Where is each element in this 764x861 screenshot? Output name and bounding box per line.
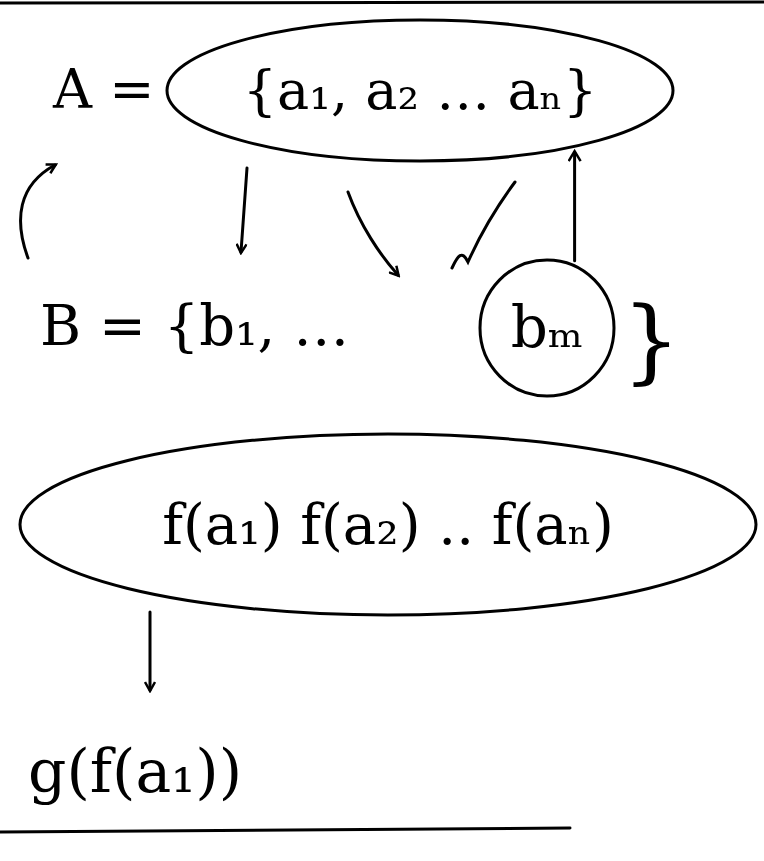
text-holder: {a₁, a₂ … aₙ} <box>165 18 675 163</box>
set-outline: f(a₁) f(a₂) .. f(aₙ) <box>18 432 758 617</box>
set-text: f(a₁) f(a₂) .. f(aₙ) <box>162 494 614 556</box>
set-outline: bₘ <box>478 258 616 398</box>
curved-arrow <box>21 165 55 258</box>
closing-brace: } <box>622 290 681 391</box>
math-label: B = {b₁, … <box>40 295 349 357</box>
math-label: g(f(a₁)) <box>28 738 242 804</box>
text-holder: f(a₁) f(a₂) .. f(aₙ) <box>18 432 758 617</box>
map-arrow <box>149 612 152 690</box>
bottom-rule <box>0 828 570 832</box>
map-arrow <box>348 192 398 275</box>
map-arrow <box>241 168 247 252</box>
map-arrow <box>573 152 576 261</box>
set-name: A = <box>53 60 154 119</box>
set-outline: A ={a₁, a₂ … aₙ} <box>165 18 675 163</box>
set-text: bₘ <box>511 296 584 360</box>
text-holder: bₘ <box>478 258 616 398</box>
set-text: {a₁, a₂ … aₙ} <box>243 61 598 120</box>
top-rule <box>0 2 764 3</box>
check-stroke <box>452 182 515 268</box>
